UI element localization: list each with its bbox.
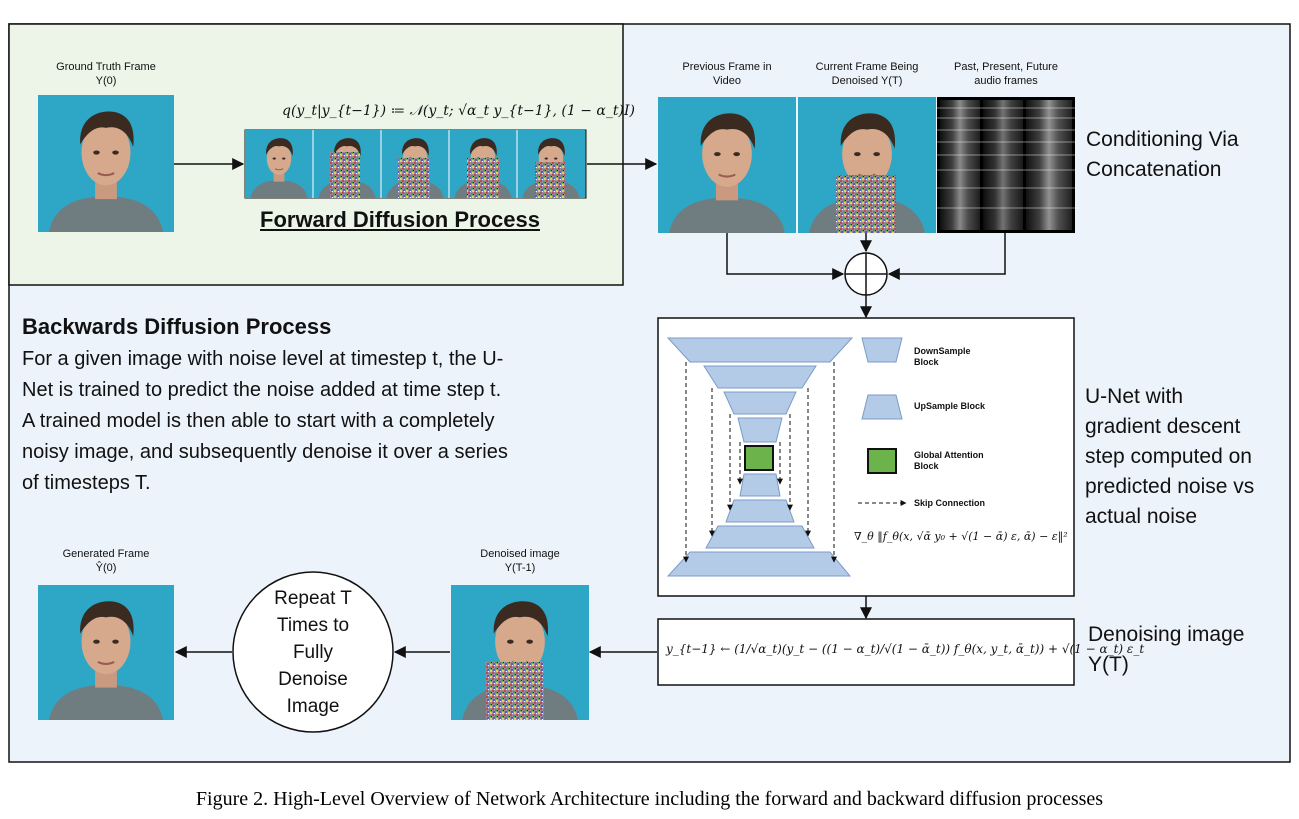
gt-label-line2: Y(0)	[95, 75, 117, 87]
repeat-text: Repeat T Times to Fully Denoise Image	[243, 585, 383, 720]
unet-side-line4: predicted noise vs	[1085, 475, 1255, 498]
prev-label-line2: Video	[713, 75, 741, 87]
backward-line4: noisy image, and subsequently denoise it…	[22, 441, 508, 463]
denoised-label-line2: Y(T-1)	[504, 562, 536, 574]
generated-frame-image	[36, 583, 176, 722]
backward-line5: of timesteps T.	[22, 472, 151, 494]
audio-frames-label: Past, Present, Future audio frames	[937, 60, 1075, 88]
denoising-side-text: Denoising image Y(T)	[1088, 620, 1244, 680]
legend-skip-label: Skip Connection	[914, 498, 986, 508]
backward-line2: Net is trained to predict the noise adde…	[22, 379, 502, 401]
audio-frames-image	[937, 97, 1075, 233]
legend-downsample-shape	[861, 337, 903, 363]
figure-caption: Figure 2. High-Level Overview of Network…	[195, 788, 1104, 810]
backward-description: For a given image with noise level at ti…	[22, 344, 622, 499]
update-equation-box	[657, 618, 1075, 686]
generated-label-line2: Ŷ(0)	[95, 562, 117, 574]
denoised-image-label: Denoised image Y(T-1)	[451, 547, 589, 575]
forward-title: Forward Diffusion Process	[260, 207, 540, 232]
gt-label: Ground Truth Frame Y(0)	[38, 60, 174, 88]
backward-line3: A trained model is then able to start wi…	[22, 410, 495, 432]
unet-attention-block	[744, 445, 774, 471]
unet-side-line1: U-Net with	[1085, 385, 1184, 408]
unet-blocks	[666, 337, 854, 577]
forward-equation: q(y_t|y_{t−1}) ≔ 𝒩(y_t; √α_t y_{t−1}, (1…	[282, 103, 635, 119]
generated-label-line1: Generated Frame	[62, 548, 150, 560]
repeat-line4: Denoise	[278, 669, 348, 690]
legend-attention-label: Global Attention Block	[914, 450, 984, 472]
conditioning-side-text: Conditioning Via Concatenation	[1086, 125, 1239, 185]
denoising-side-line2: Y(T)	[1088, 653, 1129, 676]
repeat-line3: Fully	[292, 642, 334, 663]
legend-down-line1: DownSample	[914, 346, 971, 356]
legend-upsample-shape	[861, 394, 903, 420]
legend-down-line2: Block	[914, 357, 939, 367]
forward-noise-strip	[244, 129, 587, 199]
unet-loss-equation: ∇_θ ‖f_θ(x, √ᾱ y₀ + √(1 − ᾱ) ε, ᾱ) − ε‖²	[854, 530, 1068, 543]
concatenation-symbol	[844, 252, 888, 296]
gt-label-line1: Ground Truth Frame	[56, 61, 156, 73]
repeat-line2: Times to	[276, 615, 350, 636]
arrow-audio-to-concat	[887, 233, 1006, 280]
prev-label-line1: Previous Frame in	[682, 61, 772, 73]
current-label-line1: Current Frame Being	[815, 61, 919, 73]
legend-attn-line1: Global Attention	[914, 450, 984, 460]
update-equation: y_{t−1} ← (1/√α_t)(y_t − ((1 − α_t)/√(1 …	[666, 642, 1145, 656]
legend-attention-shape	[867, 448, 897, 474]
unet-side-line2: gradient descent	[1085, 415, 1241, 438]
ground-truth-frame-image	[36, 93, 176, 234]
unet-skip-connections	[683, 362, 837, 563]
unet-side-line3: step computed on	[1085, 445, 1252, 468]
generated-frame-label: Generated Frame Ŷ(0)	[38, 547, 174, 575]
audio-label-line2: audio frames	[974, 75, 1038, 87]
denoised-image	[449, 583, 591, 722]
legend-attn-line2: Block	[914, 461, 939, 471]
backward-title: Backwards Diffusion Process	[22, 314, 332, 339]
legend-downsample-label: DownSample Block	[914, 346, 971, 368]
current-frame-image	[796, 95, 938, 235]
unet-side-text: U-Net with gradient descent step compute…	[1085, 382, 1254, 532]
conditioning-side-line2: Concatenation	[1086, 158, 1222, 181]
conditioning-side-line1: Conditioning Via	[1086, 128, 1239, 151]
repeat-circle	[232, 571, 394, 733]
unet-side-line5: actual noise	[1085, 505, 1198, 528]
backward-line1: For a given image with noise level at ti…	[22, 348, 504, 370]
arrow-prev-to-concat	[726, 233, 845, 280]
denoised-label-line1: Denoised image	[480, 548, 560, 560]
previous-frame-image	[656, 95, 798, 235]
audio-label-line1: Past, Present, Future	[954, 61, 1058, 73]
unet-box	[657, 317, 1075, 597]
current-label-line2: Denoised Y(T)	[831, 75, 903, 87]
legend-upsample-label: UpSample Block	[914, 401, 986, 411]
repeat-line5: Image	[286, 696, 340, 717]
prev-frame-label: Previous Frame in Video	[658, 60, 796, 88]
denoising-side-line1: Denoising image	[1088, 623, 1245, 646]
repeat-line1: Repeat T	[274, 588, 352, 609]
current-frame-label: Current Frame Being Denoised Y(T)	[798, 60, 936, 88]
